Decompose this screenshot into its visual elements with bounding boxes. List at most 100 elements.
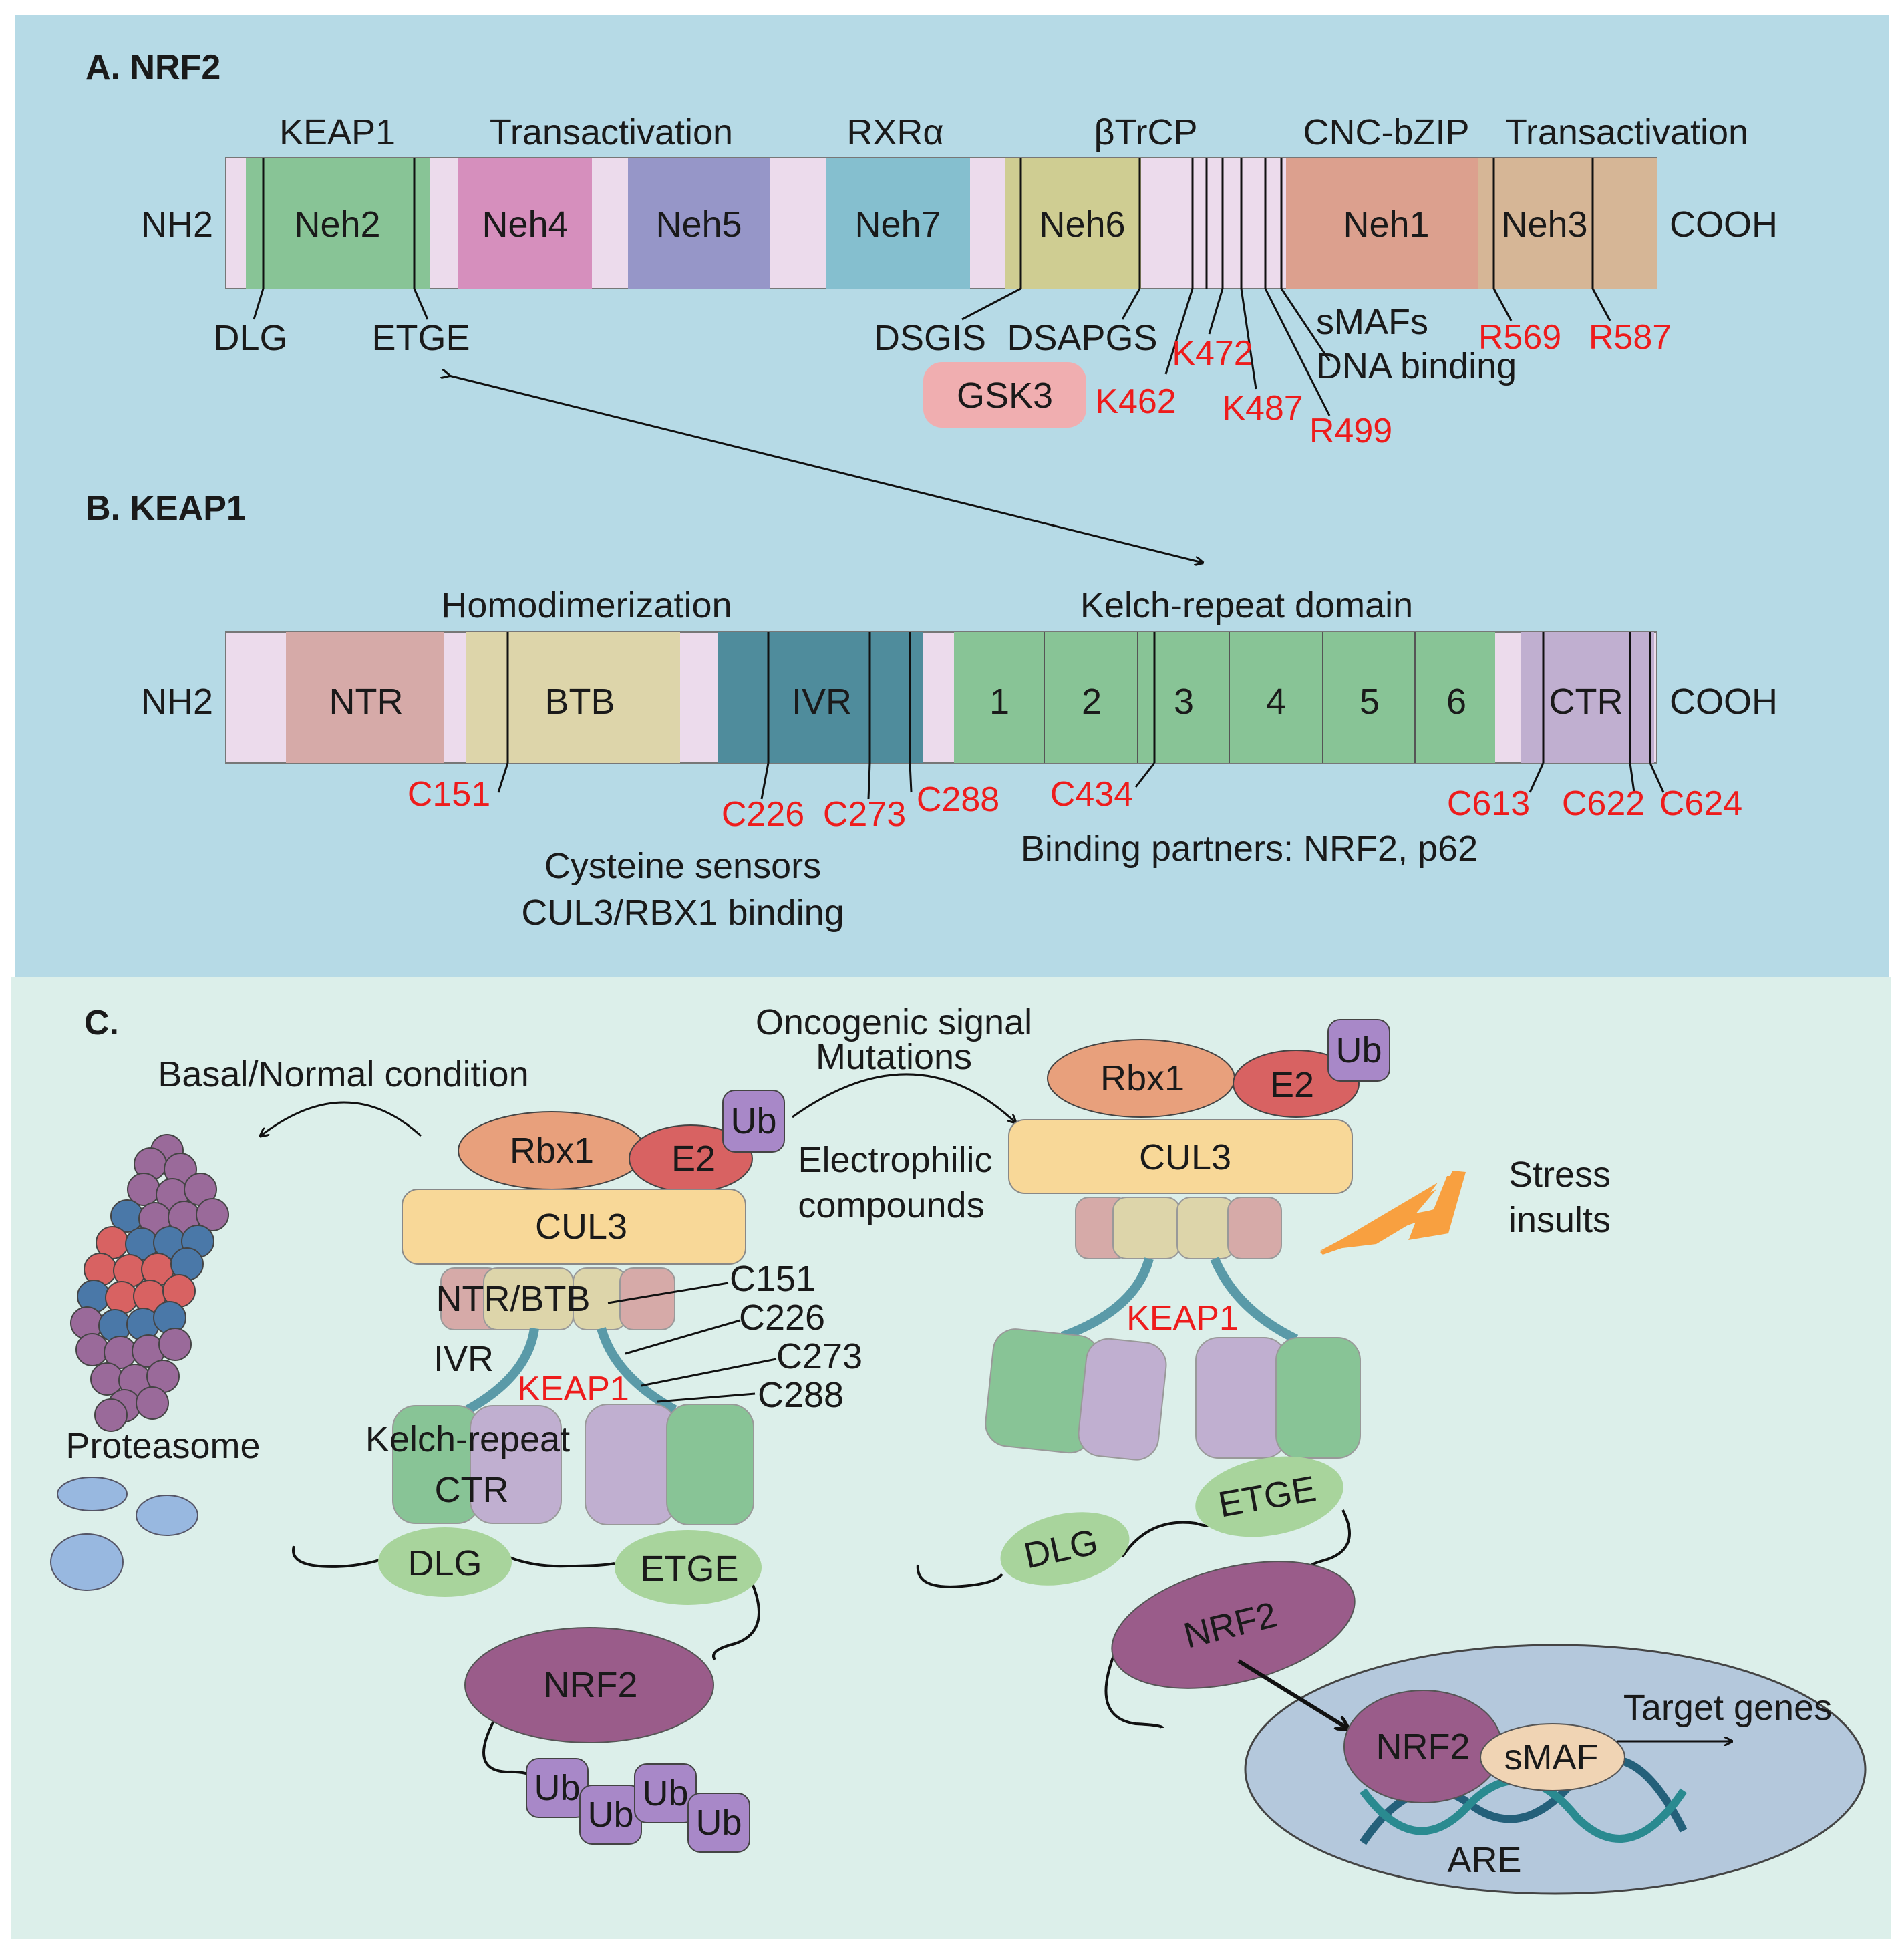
kelch-repeat-5: 5 — [1360, 682, 1380, 722]
cysteine-c226: C226 — [722, 795, 804, 834]
motif-dsgis: DSGIS — [874, 318, 986, 358]
basal-complex — [292, 1090, 785, 1853]
label-cysteine-sensors: Cysteine sensors — [544, 846, 821, 886]
domain-neh3 — [1478, 158, 1657, 289]
nrf2-basal-label: NRF2 — [543, 1665, 637, 1705]
cysteine-c151: C151 — [408, 775, 490, 814]
ub-basal-e2 — [722, 1090, 785, 1153]
gsk3-label: GSK3 — [957, 376, 1053, 416]
ivr-label: IVR — [434, 1339, 494, 1379]
stress-complex — [916, 1019, 1390, 1729]
peptide-fragment — [136, 1495, 198, 1536]
callout-c288: C288 — [758, 1375, 844, 1415]
smaf-label: sMAF — [1504, 1737, 1599, 1777]
nrf2-basal — [464, 1627, 714, 1743]
domain-neh3-label: Neh3 — [1501, 204, 1587, 245]
nrf2-pointer-lines — [253, 287, 1611, 416]
domain-btb — [466, 632, 680, 763]
domain-neh6-label: Neh6 — [1039, 204, 1125, 245]
label-insults: insults — [1509, 1200, 1611, 1240]
kelch-repeat-1: 1 — [989, 682, 1009, 722]
domain-neh2-label: Neh2 — [294, 204, 380, 245]
ub-chain-4: Ub — [695, 1803, 742, 1843]
domain-neh4-label: Neh4 — [482, 204, 568, 245]
nuclear-translocation-arrow — [1237, 1659, 1347, 1728]
kelch-repeat-label: Kelch-repeat — [365, 1419, 570, 1459]
label-smafs: sMAFs — [1316, 302, 1428, 342]
domain-neh2 — [246, 158, 430, 289]
label-oncogenic-signal: Oncogenic signal — [756, 1002, 1032, 1042]
dlg-basal — [378, 1527, 512, 1597]
keap1-stress-label: KEAP1 — [1126, 1299, 1239, 1338]
label-keap1: KEAP1 — [279, 112, 395, 152]
ub-chain-2: Ub — [587, 1795, 633, 1835]
ub-basal-label: Ub — [730, 1101, 776, 1141]
motif-dsapgs: DSAPGS — [1007, 318, 1157, 358]
cysteine-c434: C434 — [1050, 775, 1133, 814]
smaf-nuclear — [1480, 1723, 1625, 1791]
arrow-to-stress-state — [792, 1073, 1015, 1122]
domain-neh4 — [458, 158, 592, 289]
label-binding-partners: Binding partners: NRF2, p62 — [1021, 829, 1478, 869]
domain-ctr-label: CTR — [1549, 682, 1623, 722]
residue-r499: R499 — [1309, 412, 1392, 450]
etge-basal-label: ETGE — [640, 1549, 738, 1589]
stress-lightning-icon — [1320, 1171, 1466, 1255]
nrf2-nuclear-label: NRF2 — [1376, 1727, 1470, 1767]
e2-basal-label: E2 — [671, 1139, 716, 1179]
residue-k472: K472 — [1172, 334, 1253, 373]
label-kelch-repeat-domain: Kelch-repeat domain — [1080, 585, 1413, 625]
label-target-genes: Target genes — [1623, 1688, 1832, 1728]
domain-neh5-label: Neh5 — [655, 204, 742, 245]
label-btrcp: βTrCP — [1094, 112, 1197, 152]
ub-chain-1: Ub — [534, 1768, 580, 1808]
peptide-fragment — [50, 1533, 124, 1591]
cysteine-c273: C273 — [823, 795, 906, 834]
label-cul3-rbx1-binding: CUL3/RBX1 binding — [521, 893, 844, 933]
cysteine-c613: C613 — [1447, 784, 1530, 823]
domain-ivr-label: IVR — [792, 682, 852, 722]
nrf2-stress — [1111, 1561, 1356, 1689]
label-rxra: RXRα — [846, 112, 943, 152]
label-transactivation-1: Transactivation — [490, 112, 733, 152]
callout-c226: C226 — [739, 1298, 825, 1338]
domain-neh6 — [1005, 158, 1141, 289]
etge-stress — [1195, 1456, 1343, 1537]
etge-kelch-arrow — [449, 376, 1203, 563]
label-mutations: Mutations — [816, 1037, 972, 1077]
proteasome-icon — [70, 1134, 229, 1432]
cysteine-c624: C624 — [1659, 784, 1742, 823]
ub-chain-3: Ub — [642, 1773, 688, 1813]
dlg-basal-label: DLG — [408, 1543, 482, 1584]
domain-ntr — [286, 632, 444, 763]
label-dna-binding: DNA binding — [1316, 346, 1517, 386]
etge-basal — [615, 1530, 762, 1605]
rbx1-stress-label: Rbx1 — [1100, 1058, 1184, 1098]
domain-ivr — [718, 632, 923, 763]
kelch-repeat-3: 3 — [1174, 682, 1194, 722]
label-compounds: compounds — [798, 1185, 984, 1225]
cysteine-callout-lines — [607, 1282, 777, 1403]
domain-ntr-label: NTR — [329, 682, 404, 722]
cul3-stress — [1008, 1119, 1353, 1194]
keap1-pointer-lines — [497, 762, 1665, 800]
motif-dlg: DLG — [213, 318, 287, 358]
nrf2-domain-bar — [225, 157, 1657, 289]
cysteine-c622: C622 — [1562, 784, 1645, 823]
panel-c-heading: C. — [84, 1004, 119, 1042]
keap1-nh2: NH2 — [141, 682, 213, 722]
ub-stress-label: Ub — [1335, 1030, 1382, 1070]
are-label: ARE — [1447, 1840, 1521, 1880]
label-stress: Stress — [1509, 1155, 1611, 1195]
label-basal-condition: Basal/Normal condition — [158, 1054, 528, 1094]
ctr-label: CTR — [435, 1470, 509, 1510]
label-electrophilic: Electrophilic — [798, 1140, 992, 1180]
nrf2-cooh: COOH — [1670, 204, 1778, 245]
peptide-fragment — [57, 1477, 128, 1511]
keap1-basal-label: KEAP1 — [517, 1370, 629, 1408]
keap1-domain-bar — [225, 631, 1657, 764]
e2-stress-label: E2 — [1270, 1065, 1314, 1105]
domain-neh1-label: Neh1 — [1343, 204, 1429, 245]
cul3-basal — [402, 1189, 746, 1265]
